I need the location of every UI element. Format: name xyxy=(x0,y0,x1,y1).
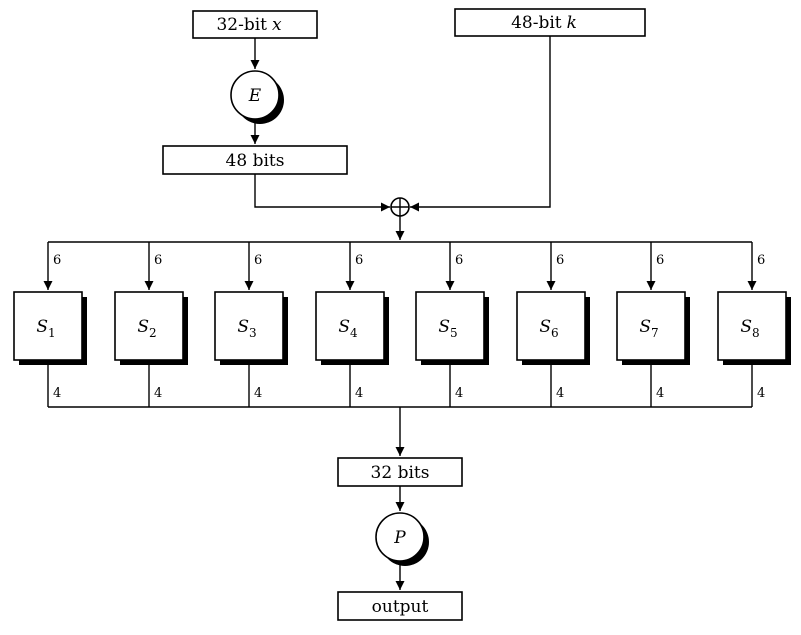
sbox-4: S4 6 4 xyxy=(315,253,389,401)
key-k-variable: k xyxy=(567,13,577,33)
sbox-4-output-bits: 4 xyxy=(355,386,363,401)
svg-text:S4: S4 xyxy=(338,317,358,340)
sbox-8-output-bits: 4 xyxy=(757,386,765,401)
e-node-label: E xyxy=(248,86,262,106)
sbox-4-input-bits: 6 xyxy=(355,253,363,268)
sbox-5-input-bits: 6 xyxy=(455,253,463,268)
sbox-8-input-bits: 6 xyxy=(757,253,765,268)
svg-text:S6: S6 xyxy=(539,317,558,340)
output-box: output xyxy=(337,591,463,621)
sbox-1-name: S xyxy=(36,317,48,337)
svg-text:S1: S1 xyxy=(36,317,55,340)
sbox-4-name: S xyxy=(338,317,350,337)
sbox-8: S8 6 4 xyxy=(717,253,791,401)
sbox-7-output-bits: 4 xyxy=(656,386,664,401)
expansion-e-node: E xyxy=(230,70,284,124)
sbox-5-name: S xyxy=(438,317,450,337)
key-k-label: 48-bit xyxy=(511,13,562,33)
bits-32-box: 32 bits xyxy=(337,457,463,487)
sbox-7: S7 6 4 xyxy=(616,253,690,401)
bits-48-label: 48 bits xyxy=(226,151,285,171)
sbox-6-name: S xyxy=(539,317,551,337)
wire-key-to-xor xyxy=(410,36,551,212)
sbox-6: S6 6 4 xyxy=(516,253,590,401)
sbox-7-input-bits: 6 xyxy=(656,253,664,268)
sbox-2-input-bits: 6 xyxy=(154,253,162,268)
svg-text:S8: S8 xyxy=(740,317,759,340)
svg-text:S3: S3 xyxy=(237,317,256,340)
bits-32-label: 32 bits xyxy=(371,463,430,483)
sbox-6-input-bits: 6 xyxy=(556,253,564,268)
e-node-circle xyxy=(230,70,280,120)
sbox-2-sub: 2 xyxy=(149,326,157,340)
sbox-5-output-bits: 4 xyxy=(455,386,463,401)
sbox-8-name: S xyxy=(740,317,752,337)
input-x-variable: x xyxy=(272,15,282,35)
sbox-3: S3 6 4 xyxy=(214,253,288,401)
svg-text:S2: S2 xyxy=(137,317,156,340)
bits-48-box: 48 bits xyxy=(162,145,348,175)
sbox-3-output-bits: 4 xyxy=(254,386,262,401)
svg-text:S5: S5 xyxy=(438,317,457,340)
permutation-p-node: P xyxy=(375,512,429,566)
sbox-1-input-bits: 6 xyxy=(53,253,61,268)
sbox-8-sub: 8 xyxy=(752,326,760,340)
sbox-2-name: S xyxy=(137,317,149,337)
sbox-6-output-bits: 4 xyxy=(556,386,564,401)
svg-text:S7: S7 xyxy=(639,317,658,340)
input-x-label: 32-bit xyxy=(216,15,267,35)
output-label: output xyxy=(372,597,429,617)
connector-wires xyxy=(43,36,757,590)
p-node-label: P xyxy=(393,528,406,548)
sbox-1-sub: 1 xyxy=(48,326,56,340)
sbox-5-sub: 5 xyxy=(450,326,458,340)
sbox-1-output-bits: 4 xyxy=(53,386,61,401)
sbox-3-name: S xyxy=(237,317,249,337)
sbox-7-sub: 7 xyxy=(651,326,659,340)
sbox-4-sub: 4 xyxy=(350,326,358,340)
sbox-2-output-bits: 4 xyxy=(154,386,162,401)
sbox-5: S5 6 4 xyxy=(415,253,489,401)
sbox-1: S1 6 4 xyxy=(13,253,87,401)
sbox-2: S2 6 4 xyxy=(114,253,188,401)
sbox-3-sub: 3 xyxy=(249,326,257,340)
sbox-7-name: S xyxy=(639,317,651,337)
p-node-circle xyxy=(375,512,425,562)
sbox-3-input-bits: 6 xyxy=(254,253,262,268)
wire-48bits-to-xor xyxy=(254,174,390,212)
sbox-6-sub: 6 xyxy=(551,326,559,340)
xor-node xyxy=(390,197,410,217)
